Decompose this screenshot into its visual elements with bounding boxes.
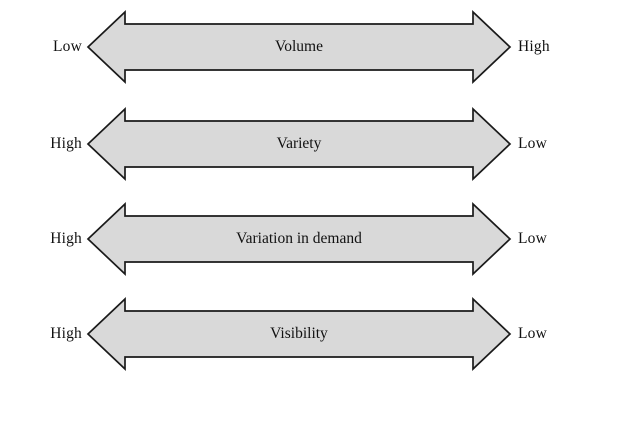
arrow-row-visibility: High Visibility Low [0, 294, 634, 374]
arrow-row-variety: High Variety Low [0, 104, 634, 184]
arrow-row-variation-in-demand: High Variation in demand Low [0, 199, 634, 279]
right-label-visibility: Low [518, 325, 548, 342]
right-label-volume: High [518, 38, 550, 55]
arrow-row-volume: Low Volume High [0, 7, 634, 87]
left-label-volume: Low [52, 38, 82, 55]
left-label-variation-in-demand: High [50, 230, 82, 247]
double-headed-arrow-icon [86, 297, 512, 371]
left-label-visibility: High [50, 325, 82, 342]
left-label-variety: High [50, 135, 82, 152]
double-headed-arrow-icon [86, 202, 512, 276]
double-headed-arrow-icon [86, 107, 512, 181]
right-label-variation-in-demand: Low [518, 230, 548, 247]
right-label-variety: Low [518, 135, 548, 152]
double-headed-arrow-icon [86, 10, 512, 84]
